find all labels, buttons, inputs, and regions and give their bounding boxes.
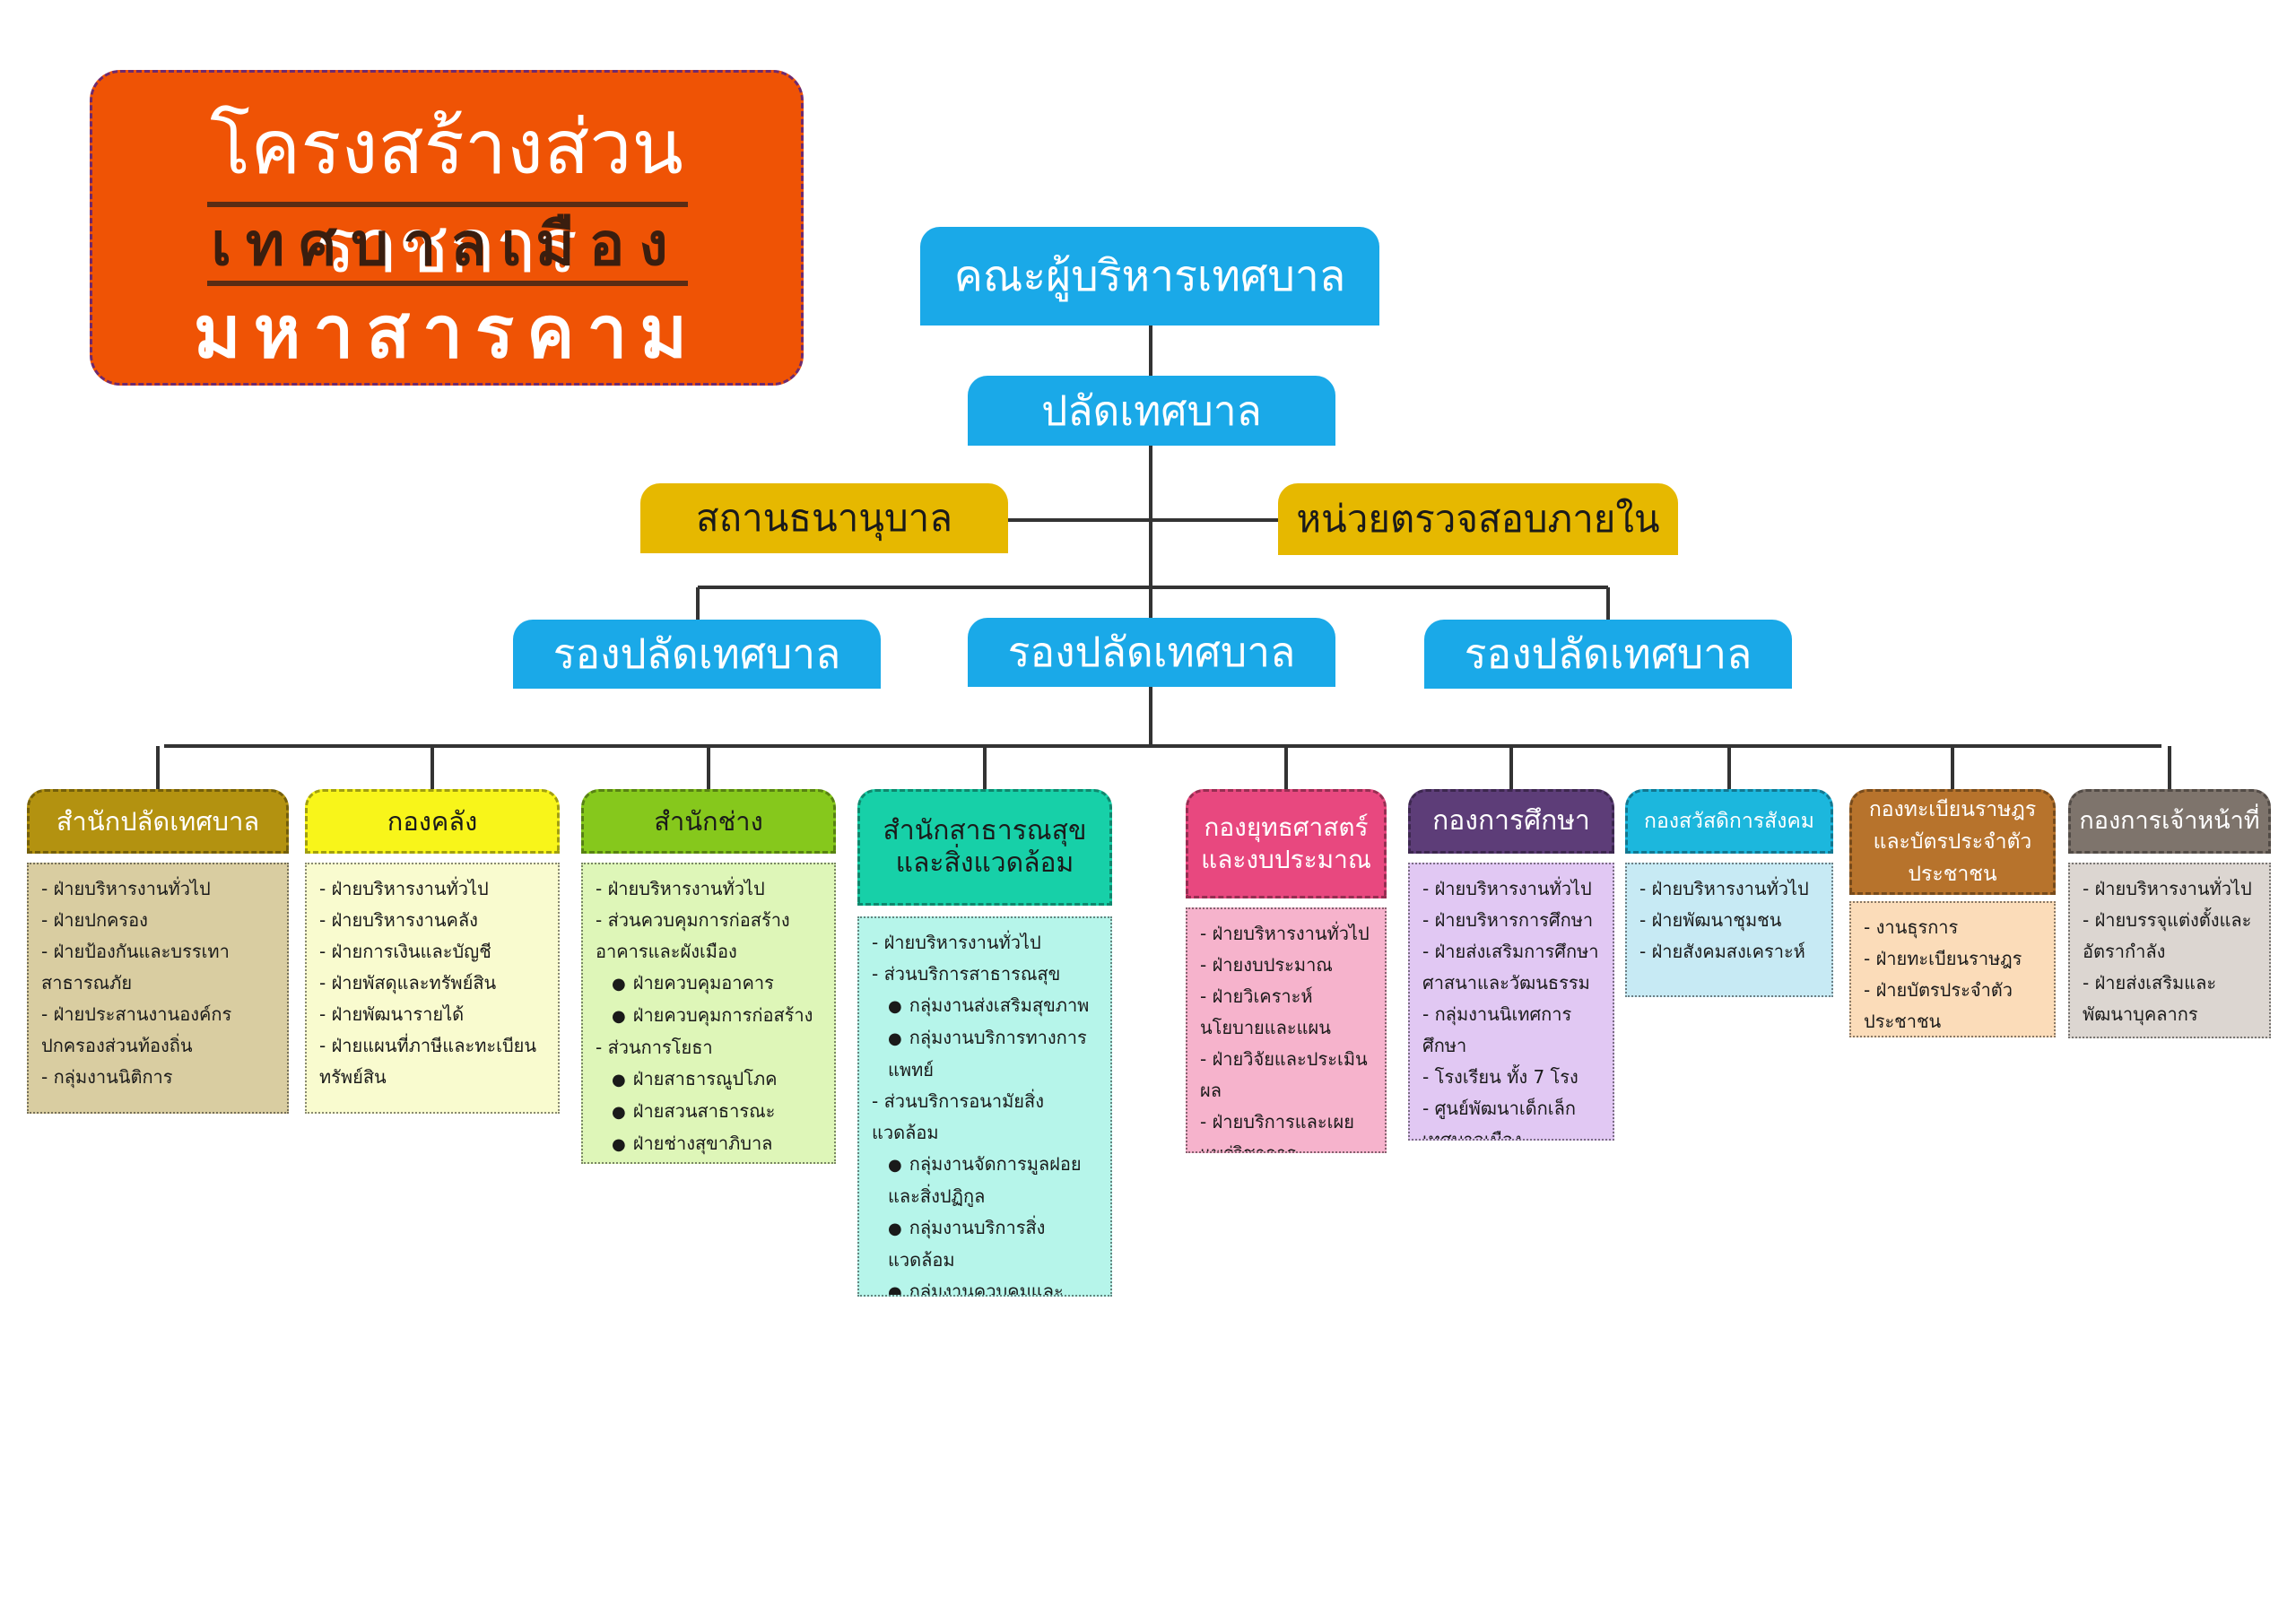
- department-unit-item: - ฝ่ายพัฒนาชุมชน: [1639, 909, 1782, 931]
- department-unit-item: - ฝ่ายประสานงานองค์กรปกครองส่วนท้องถิ่น: [41, 1003, 232, 1056]
- department-unit-item: กลุ่มงานบริการทางการแพทย์: [872, 1022, 1100, 1086]
- department-unit-item: - ฝ่ายวิจัยและประเมินผล: [1200, 1048, 1368, 1101]
- department-header: กองทะเบียนราษฎรและบัตรประจำตัวประชาชน: [1849, 789, 2056, 895]
- department-unit-item: ฝ่ายควบคุมอาคาร: [596, 968, 823, 1000]
- department-units-list: - ฝ่ายบริหารงานทั่วไป - ฝ่ายบริหารการศึกษ…: [1408, 863, 1614, 1141]
- department-unit-item: - ฝ่ายส่งเสริมการศึกษาศาสนาและวัฒนธรรม: [1422, 941, 1599, 994]
- department-units-list: - ฝ่ายบริหารงานทั่วไป - ฝ่ายปกครอง - ฝ่ายป…: [27, 863, 289, 1114]
- department-unit-item: - ฝ่ายบริหารงานทั่วไป: [1639, 878, 1809, 899]
- department-units-list: - ฝ่ายบริหารงานทั่วไป - ส่วนบริการสาธารณส…: [857, 916, 1112, 1297]
- department-units-list: - ฝ่ายบริหารงานทั่วไป - ฝ่ายพัฒนาชุมชน - ฝ…: [1625, 863, 1833, 997]
- department-unit-item: - ฝ่ายบริหารงานทั่วไป: [1422, 878, 1592, 899]
- department-unit-item: ฝ่ายช่างสุขาภิบาล: [596, 1128, 823, 1160]
- department-unit-item: กลุ่มงานส่งเสริมสุขภาพ: [872, 990, 1100, 1022]
- department-units-list: - ฝ่ายบริหารงานทั่วไป - ฝ่ายงบประมาณ - ฝ่า…: [1186, 907, 1387, 1153]
- title-divider: [207, 202, 688, 207]
- department-header: กองคลัง: [305, 789, 560, 854]
- executive-board-box: คณะผู้บริหารเทศบาล: [920, 227, 1379, 325]
- department-unit-item: - กลุ่มงานนิติการ: [41, 1066, 173, 1088]
- department-unit-item: - ฝ่ายวิเคราะห์นโยบายและแผน: [1200, 985, 1331, 1038]
- department-unit-item: - งานธุรการ: [1864, 916, 1959, 938]
- title-divider: [207, 281, 688, 286]
- department-header: กองการศึกษา: [1408, 789, 1614, 854]
- title-main: โครงสร้างส่วนราชการ: [210, 103, 683, 290]
- deputy-clerk-box: รองปลัดเทศบาล: [1424, 620, 1792, 689]
- municipal-clerk-box: ปลัดเทศบาล: [968, 376, 1335, 446]
- deputy-clerk-box: รองปลัดเทศบาล: [513, 620, 881, 689]
- department-unit-item: - ฝ่ายบริหารงานทั่วไป: [596, 878, 765, 899]
- title-city: มหาสารคาม: [193, 291, 700, 374]
- department-unit-item: - ฝ่ายทะเบียนราษฎร: [1864, 948, 2022, 969]
- department-unit-item: - ฝ่ายบรรจุแต่งตั้งและอัตรากำลัง: [2083, 909, 2252, 962]
- department-unit-item: - ฝ่ายการเงินและบัญชี: [319, 941, 491, 962]
- department-unit-item: - ฝ่ายบัตรประจำตัวประชาชน: [1864, 979, 2013, 1032]
- department-units-list: - ฝ่ายบริหารงานทั่วไป - ฝ่ายบรรจุแต่งตั้ง…: [2068, 863, 2271, 1038]
- department-unit-item: - ฝ่ายบริหารการศึกษา: [1422, 909, 1594, 931]
- deputy-clerk-box: รองปลัดเทศบาล: [968, 618, 1335, 687]
- department-unit-item: - โรงเรียน ทั้ง 7 โรง: [1422, 1066, 1578, 1088]
- department-header: สำนักช่าง: [581, 789, 836, 854]
- department-header: สำนักปลัดเทศบาล: [27, 789, 289, 854]
- department-unit-item: ฝ่ายสวนสาธารณะ: [596, 1096, 823, 1128]
- title-municipality: เทศบาลเมือง: [211, 210, 683, 279]
- department-unit-item: - ส่วนบริการอนามัยสิ่งแวดล้อม: [872, 1090, 1044, 1143]
- department-units-list: - ฝ่ายบริหารงานทั่วไป - ฝ่ายบริหารงานคลัง…: [305, 863, 560, 1114]
- department-unit-item: ฝ่ายควบคุมการก่อสร้าง: [596, 1000, 823, 1032]
- department-unit-item: - ส่วนการโยธา: [596, 1037, 713, 1058]
- pawnshop-box: สถานธนานุบาล: [640, 483, 1008, 553]
- department-unit-item: - ฝ่ายบริหารงานทั่วไป: [872, 932, 1041, 953]
- department-header: กองยุทธศาสตร์และงบประมาณ: [1186, 789, 1387, 898]
- department-unit-item: - ฝ่ายปกครอง: [41, 909, 148, 931]
- department-unit-item: - ฝ่ายบริการและเผยแพร่วิชาการ: [1200, 1111, 1354, 1153]
- department-unit-item: - ฝ่ายบริหารงานทั่วไป: [319, 878, 489, 899]
- department-unit-item: - ส่วนบริการสาธารณสุข: [872, 963, 1061, 985]
- department-units-list: - ฝ่ายบริหารงานทั่วไป - ส่วนควบคุมการก่อส…: [581, 863, 836, 1164]
- department-unit-item: กลุ่มงานควบคุมและจัดการคุณภาพสิ่งแวดล้อม: [872, 1276, 1100, 1295]
- department-unit-item: - ฝ่ายงบประมาณ: [1200, 954, 1333, 976]
- internal-audit-box: หน่วยตรวจสอบภายใน: [1278, 483, 1678, 555]
- department-unit-item: - กลุ่มงานนิเทศการศึกษา: [1422, 1003, 1572, 1056]
- department-unit-item: ฝ่ายสาธารณูปโภค: [596, 1063, 823, 1096]
- department-unit-item: - ฝ่ายบริหารงานทั่วไป: [41, 878, 211, 899]
- department-unit-item: กลุ่มงานจัดการมูลฝอยและสิ่งปฏิกูล: [872, 1149, 1100, 1212]
- department-units-list: - งานธุรการ - ฝ่ายทะเบียนราษฎร - ฝ่ายบัตรป…: [1849, 901, 2056, 1037]
- department-unit-item: - ฝ่ายบริหารงานทั่วไป: [1200, 923, 1370, 944]
- department-unit-item: - ฝ่ายพัสดุและทรัพย์สิน: [319, 972, 497, 994]
- department-unit-item: - ฝ่ายบริหารงานทั่วไป: [2083, 878, 2252, 899]
- department-unit-item: - ส่วนควบคุมการก่อสร้างอาคารและผังเมือง: [596, 909, 790, 962]
- department-unit-item: - ฝ่ายป้องกันและบรรเทาสาธารณภัย: [41, 941, 230, 994]
- department-unit-item: - ฝ่ายสังคมสงเคราะห์: [1639, 941, 1805, 962]
- department-header: สำนักสาธารณสุขและสิ่งแวดล้อม: [857, 789, 1112, 906]
- department-header: กองการเจ้าหน้าที่: [2068, 789, 2271, 854]
- department-unit-item: - ฝ่ายพัฒนารายได้: [319, 1003, 465, 1025]
- title-card: โครงสร้างส่วนราชการ เทศบาลเมือง มหาสารคา…: [90, 70, 804, 386]
- department-unit-item: - ฝ่ายส่งเสริมและพัฒนาบุคลากร: [2083, 972, 2217, 1025]
- department-header: กองสวัสดิการสังคม: [1625, 789, 1833, 854]
- department-unit-item: - ฝ่ายแผนที่ภาษีและทะเบียนทรัพย์สิน: [319, 1035, 537, 1088]
- department-unit-item: - ฝ่ายบริหารงานคลัง: [319, 909, 478, 931]
- department-unit-item: กลุ่มงานบริการสิ่งแวดล้อม: [872, 1212, 1100, 1276]
